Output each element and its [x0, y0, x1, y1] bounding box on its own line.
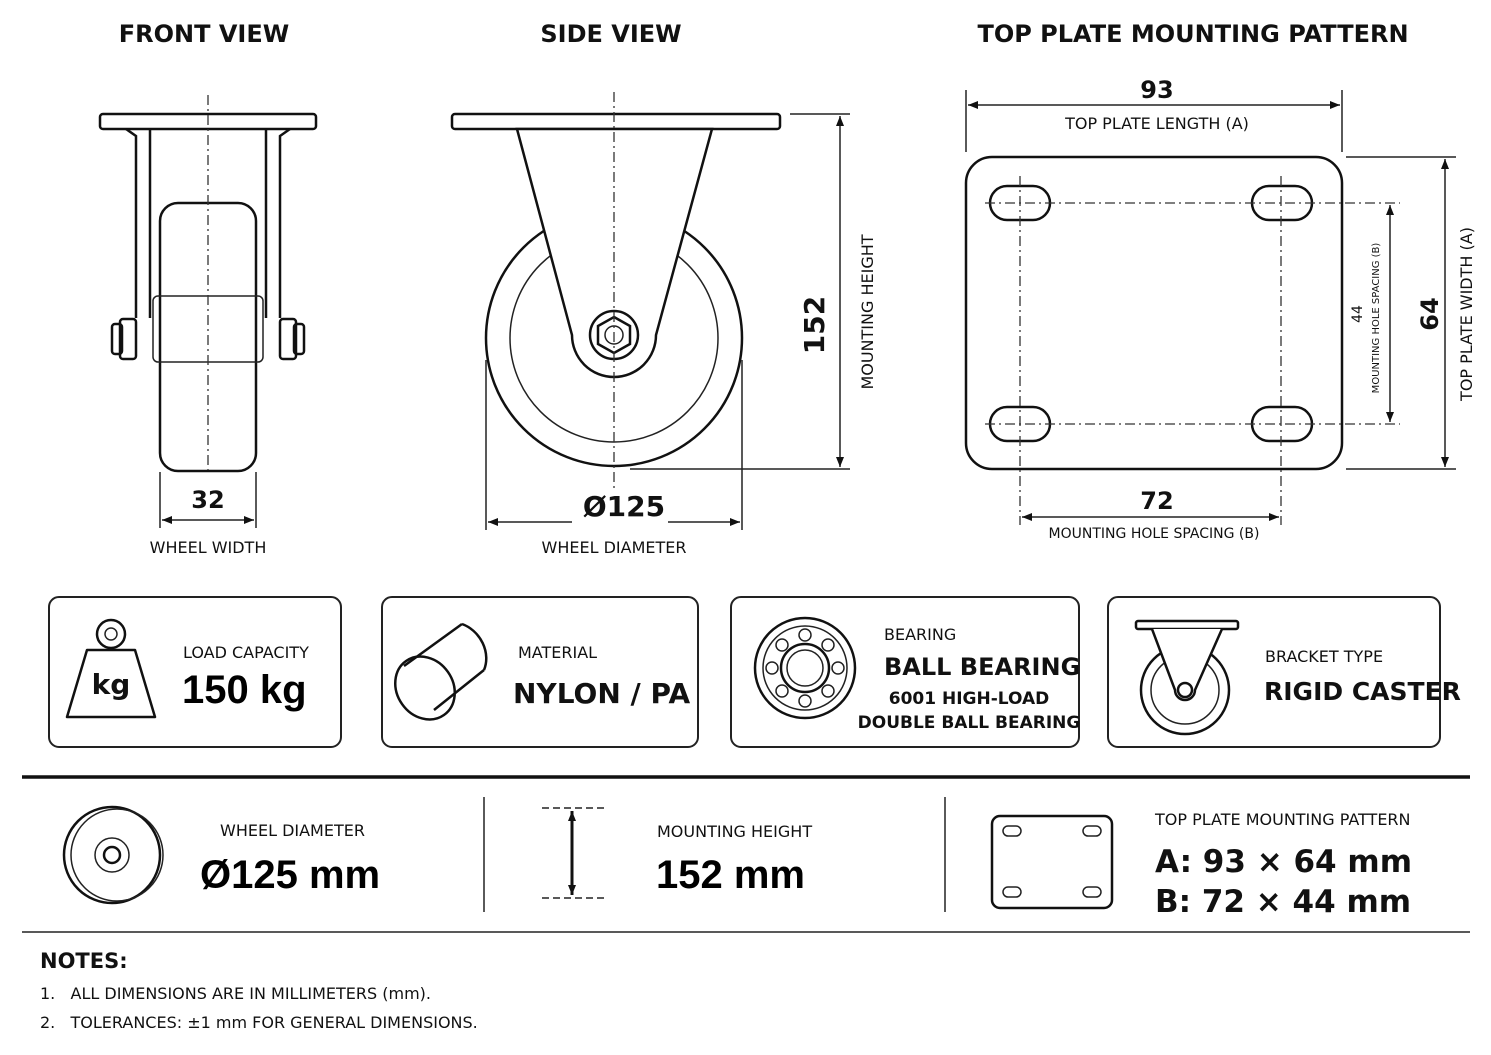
front-view-drawing: [98, 95, 318, 528]
summary-height-label: MOUNTING HEIGHT: [657, 822, 812, 841]
plate-width-label: TOP PLATE WIDTH (A): [1457, 227, 1476, 402]
hole-spacing-x-label: MOUNTING HOLE SPACING (B): [1049, 526, 1260, 542]
wheel-diameter-label: WHEEL DIAMETER: [542, 538, 687, 557]
plate-length-label: TOP PLATE LENGTH (A): [1064, 114, 1249, 133]
weight-icon-label: kg: [92, 668, 131, 701]
mounting-plate-icon: [990, 814, 1114, 910]
material-label: MATERIAL: [518, 643, 597, 662]
hole-spacing-y-label: MOUNTING HOLE SPACING (B): [1371, 243, 1382, 394]
bearing-detail-2: DOUBLE BALL BEARING: [858, 713, 1081, 733]
bearing-label: BEARING: [884, 625, 956, 644]
summary-pattern-a: A: 93 × 64 mm: [1155, 844, 1412, 880]
load-capacity-label: LOAD CAPACITY: [183, 643, 309, 662]
material-value: NYLON / PA: [513, 677, 690, 710]
bracket-value: RIGID CASTER: [1264, 677, 1461, 706]
summary-diameter-label: WHEEL DIAMETER: [220, 821, 365, 840]
summary-pattern-label: TOP PLATE MOUNTING PATTERN: [1154, 810, 1411, 829]
bearing-value: BALL BEARING: [884, 653, 1080, 681]
summary-diameter-value: Ø125 mm: [200, 853, 380, 897]
wheel-diameter-value: Ø125: [583, 490, 665, 523]
load-capacity-value: 150 kg: [182, 668, 307, 712]
mounting-height-value: 152: [798, 296, 831, 354]
mounting-height-label: MOUNTING HEIGHT: [858, 234, 877, 389]
wheel-width-value: 32: [191, 486, 224, 514]
front-view-title: FRONT VIEW: [119, 20, 289, 48]
top-plate-title: TOP PLATE MOUNTING PATTERN: [977, 20, 1408, 48]
plate-length-value: 93: [1140, 76, 1173, 104]
summary-pattern-b: B: 72 × 44 mm: [1155, 884, 1411, 920]
height-arrow-icon: [542, 807, 608, 899]
note-item-2: 2. TOLERANCES: ±1 mm FOR GENERAL DIMENSI…: [40, 1013, 478, 1032]
wheel-width-label: WHEEL WIDTH: [150, 538, 267, 557]
material-card: [381, 596, 699, 748]
side-view-drawing: [450, 92, 850, 530]
summary-height-value: 152 mm: [656, 853, 805, 897]
note-item-1: 1. ALL DIMENSIONS ARE IN MILLIMETERS (mm…: [40, 984, 431, 1003]
bracket-label: BRACKET TYPE: [1265, 647, 1383, 666]
wheel-icon: [62, 805, 164, 905]
bearing-card: [730, 596, 1080, 748]
plate-width-value: 64: [1416, 297, 1444, 330]
ball-bearing-icon: [753, 616, 857, 720]
bearing-detail-1: 6001 HIGH-LOAD: [889, 689, 1050, 709]
rigid-caster-icon: [1134, 619, 1240, 736]
weight-icon: [65, 618, 157, 719]
side-view-title: SIDE VIEW: [540, 20, 681, 48]
notes-title: NOTES:: [40, 949, 128, 973]
top-plate-drawing: [964, 90, 1456, 525]
hole-spacing-y-value: 44: [1350, 305, 1366, 323]
cylinder-icon: [394, 622, 488, 721]
hole-spacing-x-value: 72: [1140, 487, 1173, 515]
